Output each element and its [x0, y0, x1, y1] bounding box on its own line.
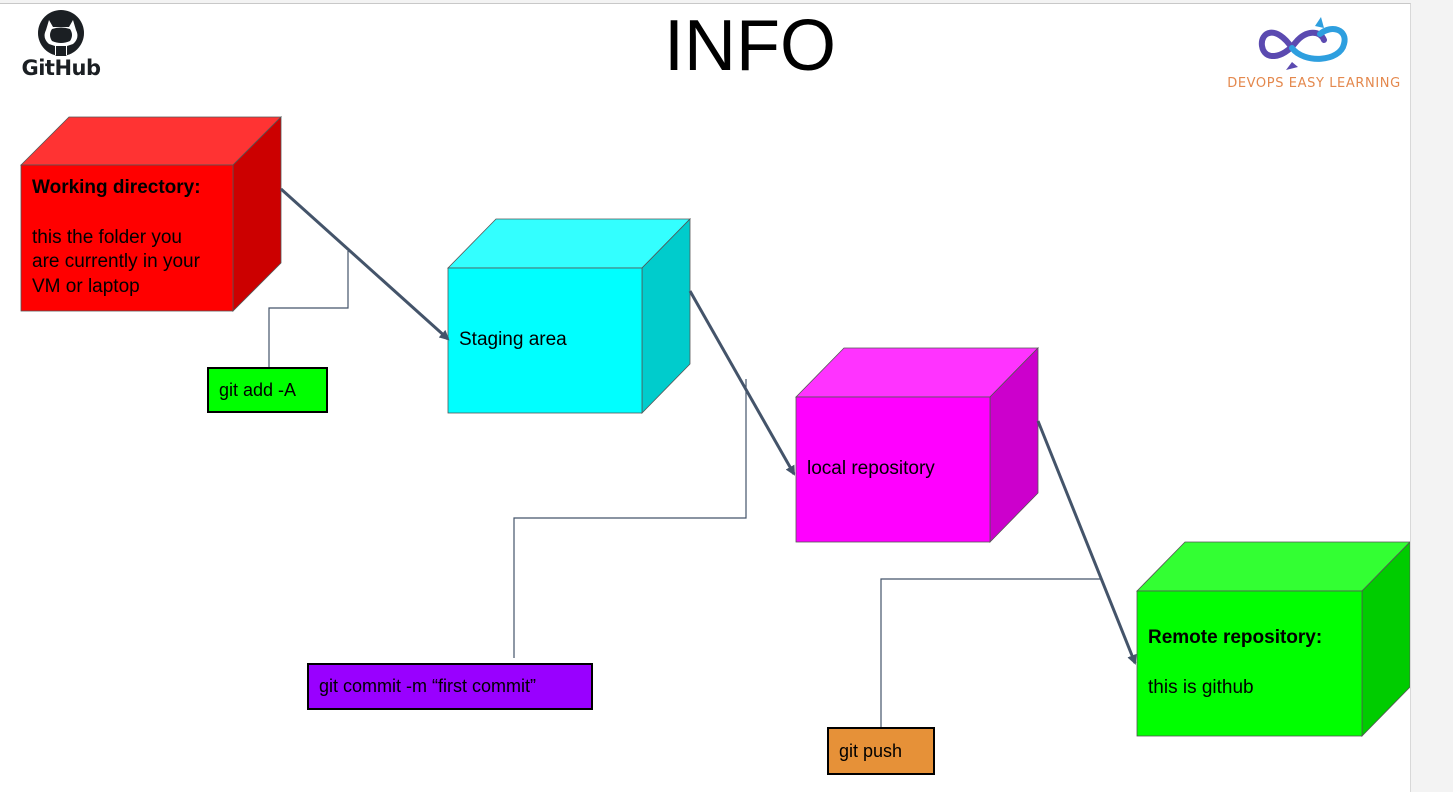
slide: GitHub INFO DEVOPS EASY LEARNING	[0, 3, 1411, 792]
working-cube-front	[20, 164, 234, 312]
remote-repository-title: Remote repository:	[1148, 627, 1323, 648]
staging-area-label: Staging area	[459, 329, 567, 350]
connector-git-add	[268, 251, 349, 367]
remote-repository-body: this is github	[1148, 676, 1254, 698]
slide-title: INFO	[664, 6, 836, 86]
local-repository-label: local repository	[807, 458, 935, 479]
connector-git-commit	[513, 379, 747, 658]
staging-cube-front	[447, 267, 643, 414]
remote-repository-text: Remote repository: this is github	[1148, 626, 1358, 700]
working-directory-title: Working directory:	[32, 177, 201, 198]
working-directory-line-2: are currently in your	[32, 251, 200, 272]
devops-infinity-icon	[1258, 17, 1348, 70]
working-directory-cube	[20, 116, 282, 312]
devops-logo-text: DEVOPS EASY LEARNING	[1227, 76, 1401, 91]
working-directory-text: Working directory: this the folder you a…	[32, 176, 228, 299]
arrow-local-to-remote	[1036, 420, 1137, 665]
local-repository-cube	[795, 347, 1039, 543]
github-logo-text: GitHub	[21, 56, 101, 80]
working-directory-line-3: VM or laptop	[32, 275, 140, 297]
working-directory-line-1: this the folder you	[32, 226, 182, 248]
github-octocat-icon	[38, 10, 84, 56]
staging-area-cube	[447, 218, 691, 414]
remote-cube-front	[1136, 590, 1363, 737]
git-push-command-box: git push	[827, 727, 935, 775]
remote-repository-cube	[1136, 541, 1410, 737]
git-commit-command: git commit -m “first commit”	[319, 676, 536, 696]
git-add-command: git add -A	[219, 379, 297, 400]
git-workflow-diagram	[20, 116, 1410, 737]
devops-logo: DEVOPS EASY LEARNING	[1220, 12, 1408, 96]
local-cube-front	[795, 396, 991, 543]
git-commit-command-box: git commit -m “first commit”	[307, 663, 593, 710]
arrow-staging-to-local	[688, 290, 796, 476]
git-push-command: git push	[839, 740, 903, 761]
github-logo: GitHub	[18, 8, 104, 82]
git-add-command-box: git add -A	[207, 367, 328, 413]
connector-git-push	[880, 578, 1102, 728]
arrow-working-to-staging	[279, 187, 450, 341]
